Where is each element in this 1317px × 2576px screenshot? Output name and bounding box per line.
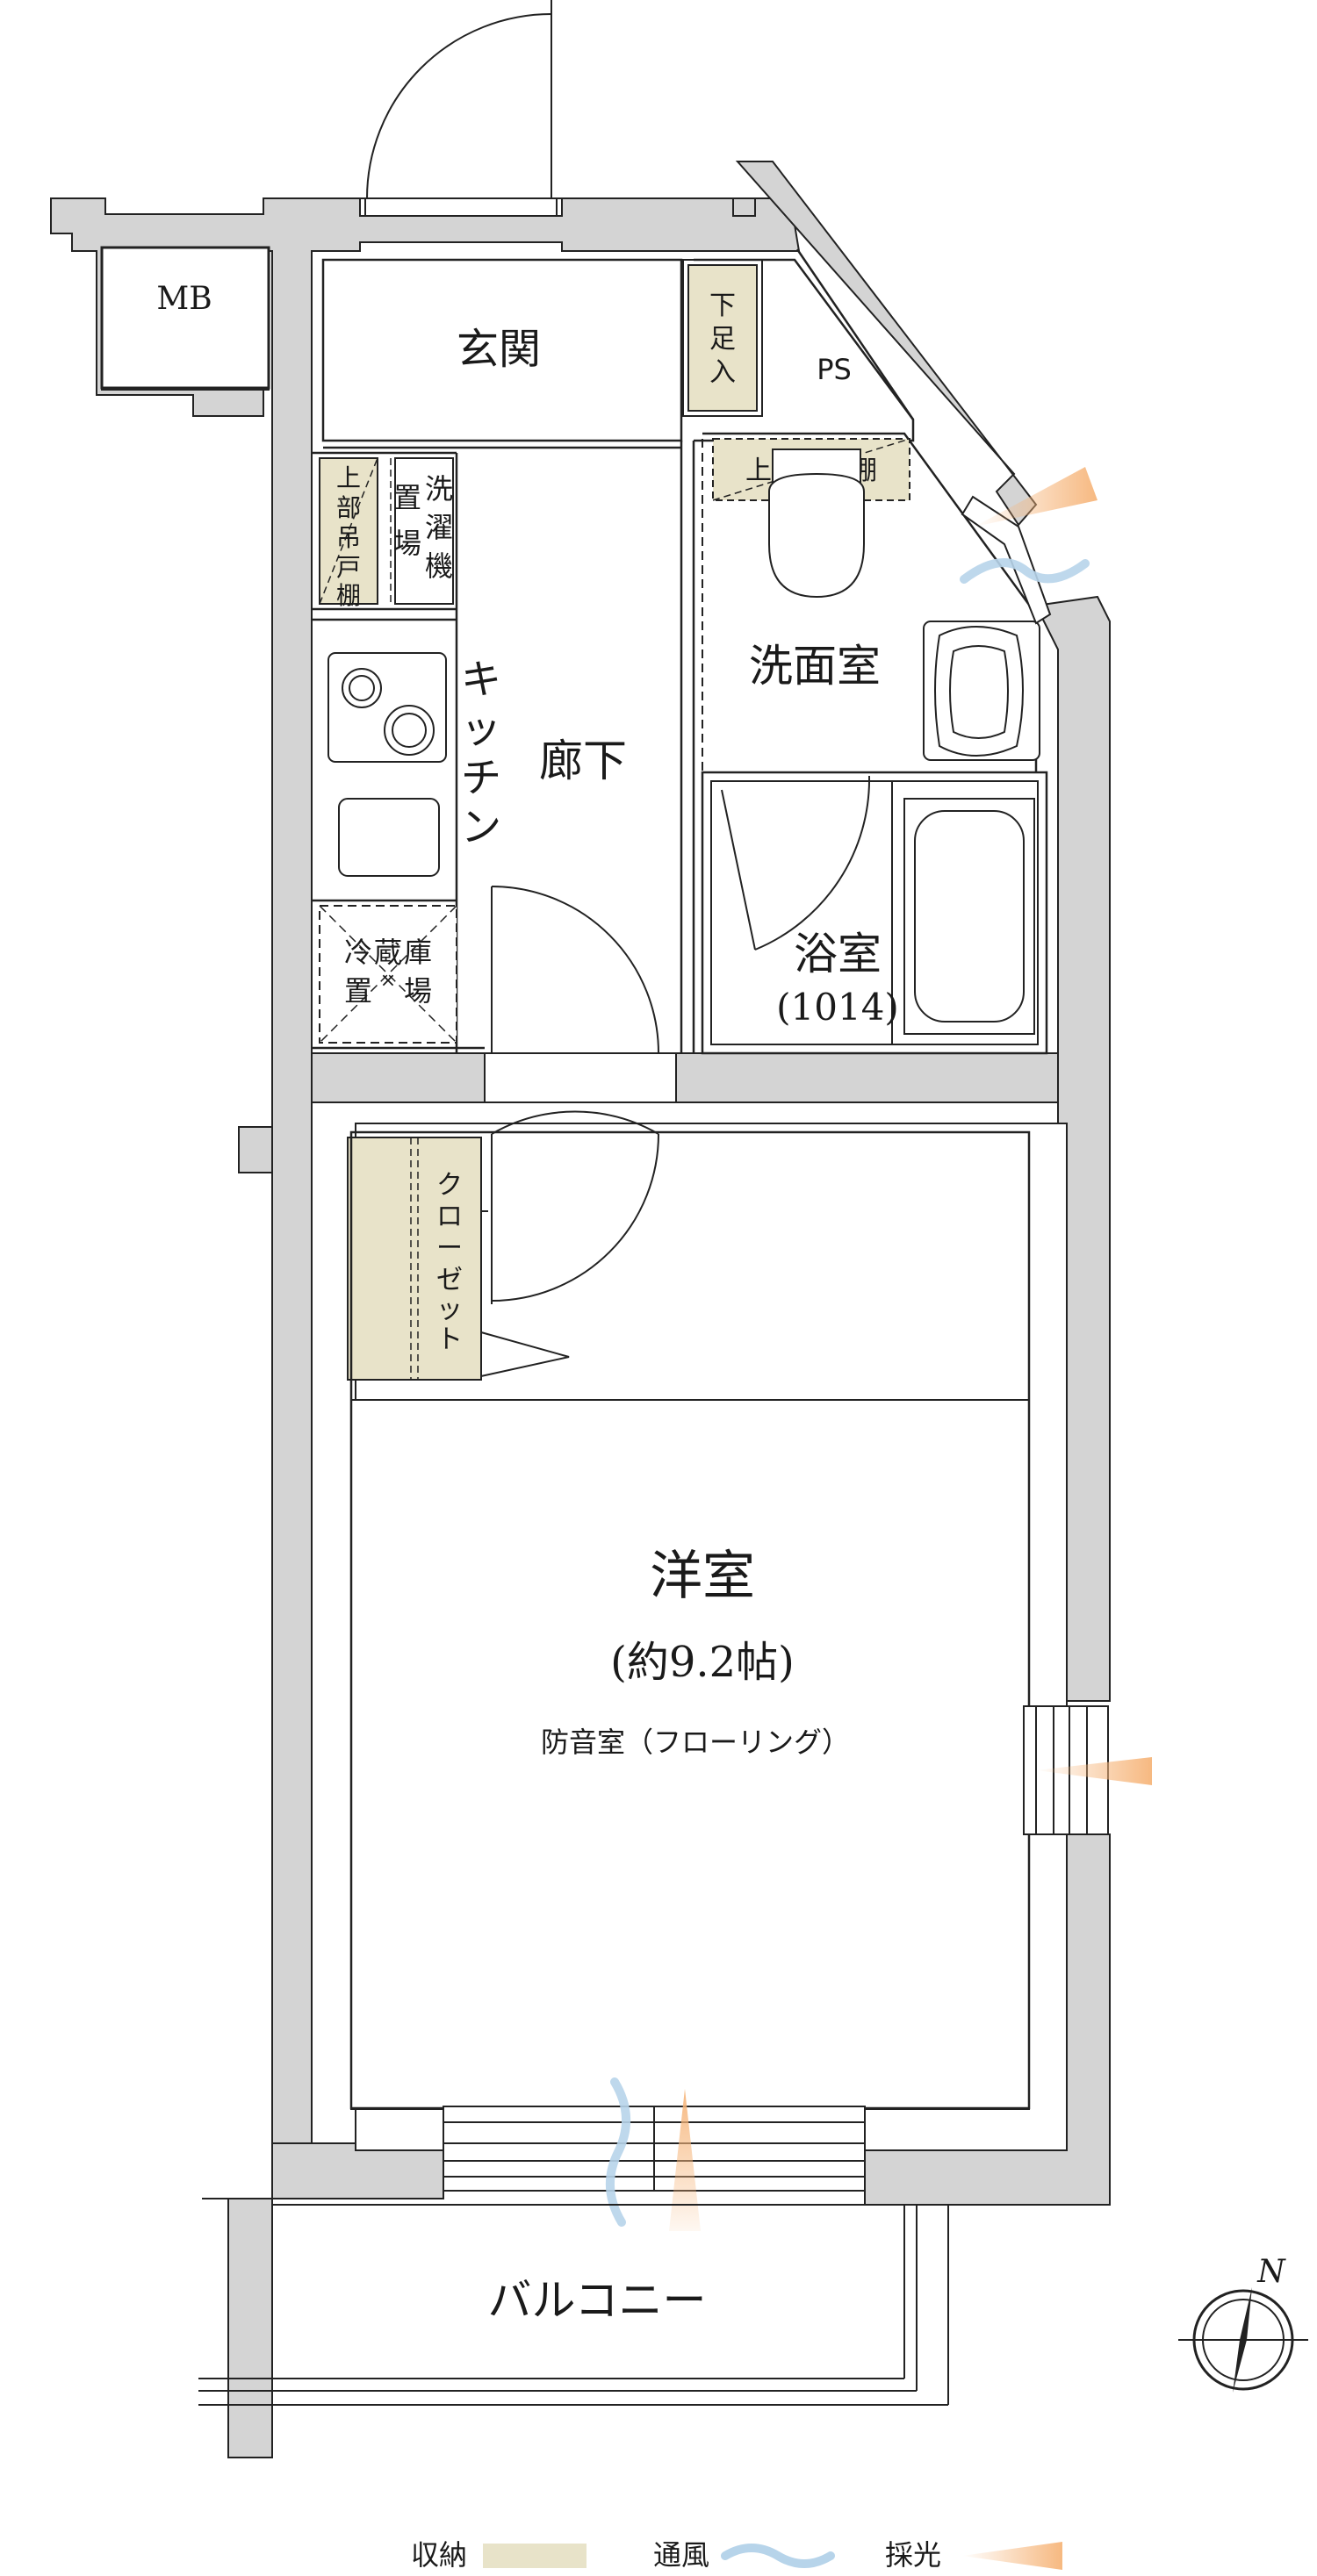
legend-daylight-swatch: [962, 2542, 1062, 2570]
daylight-ne: [975, 467, 1098, 527]
interior-lines: [312, 248, 1048, 1055]
room-floors: [101, 247, 1068, 2151]
fridge-col3-char-1: 庫: [404, 936, 432, 969]
room-door[interactable]: [484, 886, 677, 1304]
closet: ク ロ ー ゼ ッ ト: [347, 1137, 570, 1381]
western-room-label: 洋室: [650, 1546, 755, 1607]
upper-cabinet-char-3: 吊: [336, 523, 361, 552]
fridge-col2-char-2: ×: [380, 970, 396, 992]
entrance-door[interactable]: [359, 0, 563, 217]
closet-char-5: ッ: [436, 1295, 463, 1325]
balcony-label: バルコニー: [488, 2275, 707, 2326]
compass-north: N: [1256, 2254, 1286, 2290]
hallway-label: 廊下: [539, 735, 627, 786]
kitchen-char-4: ン: [461, 803, 501, 850]
washer-area: 洗 濯 機 置 場: [393, 457, 454, 605]
fridge-col3-char-2: 場: [404, 974, 432, 1008]
upper-cabinet-kitchen: 上 部 吊 戸 棚: [319, 457, 392, 610]
shoe-storage: 下 足 入: [682, 259, 763, 417]
legend: 収納 通風 採光: [411, 2538, 1062, 2572]
ne-window: [961, 495, 1052, 625]
western-room-size: (約9.2帖): [610, 1638, 795, 1687]
closet-char-2: ロ: [436, 1202, 463, 1232]
toilet-fixture: [768, 448, 865, 599]
mb-closet: MB: [100, 246, 270, 390]
kitchen-char-2: ッ: [461, 705, 501, 752]
legend-storage-swatch: [483, 2544, 587, 2568]
closet-char-1: ク: [436, 1170, 463, 1201]
legend-ventilation-swatch: [721, 2544, 835, 2568]
fridge-area: 冷 置 蔵 × 庫 場: [319, 905, 457, 1044]
entrance-label: 玄関: [457, 325, 541, 374]
bathroom-size: (1014): [776, 986, 899, 1029]
ps-label: PS: [817, 353, 852, 386]
bathroom-door[interactable]: [721, 775, 871, 951]
fridge-col1-char-1: 冷: [344, 936, 372, 969]
bathtub-fixture: [903, 798, 1035, 1035]
walls: [50, 161, 1111, 2458]
kitchen-sink-fixture: [338, 798, 440, 877]
kitchen-label: キ ッ チ ン: [461, 656, 501, 850]
compass-icon: N: [1178, 2254, 1308, 2393]
washer-col1-char-2: 濯: [425, 511, 453, 544]
washer-col1-char-1: 洗: [425, 472, 453, 506]
closet-char-4: ゼ: [436, 1265, 463, 1295]
upper-cabinet-char-1: 上: [336, 463, 361, 492]
legend-storage-label: 収納: [411, 2538, 467, 2572]
upper-cabinet-char-2: 部: [336, 493, 361, 522]
upper-cabinet-char-5: 棚: [336, 581, 361, 610]
upper-cabinet-char-4: 戸: [336, 553, 361, 582]
shoe-storage-char-1: 下: [709, 291, 736, 321]
legend-ventilation-label: 通風: [653, 2538, 709, 2572]
kitchen-char-3: チ: [461, 754, 501, 801]
shoe-storage-char-2: 足: [709, 324, 736, 355]
daylight-right: [1036, 1757, 1152, 1785]
daylight-bottom: [669, 2089, 701, 2231]
ventilation-ne: [960, 558, 1090, 584]
washer-col2-char-2: 場: [393, 527, 421, 560]
washer-col1-char-3: 機: [425, 549, 453, 583]
closet-char-6: ト: [436, 1324, 463, 1355]
balcony-window: [443, 2106, 866, 2192]
fridge-col1-char-2: 置: [344, 974, 372, 1008]
legend-daylight-label: 採光: [885, 2538, 941, 2572]
fridge-col2-char-1: 蔵: [374, 936, 402, 969]
washroom-label: 洗面室: [749, 641, 881, 692]
ventilation-bottom: [606, 2077, 630, 2227]
mb-label: MB: [156, 281, 212, 317]
kitchen-char-1: キ: [461, 656, 501, 703]
closet-char-3: ー: [436, 1233, 463, 1264]
shoe-storage-char-3: 入: [709, 357, 736, 388]
stove-fixture: [327, 652, 447, 763]
washbasin-fixture: [923, 621, 1040, 761]
western-room-note: 防音室（フローリング）: [541, 1726, 850, 1759]
balcony: [198, 2204, 949, 2406]
washer-col2-char-1: 置: [393, 481, 421, 514]
bathroom-label: 浴室: [794, 929, 882, 979]
